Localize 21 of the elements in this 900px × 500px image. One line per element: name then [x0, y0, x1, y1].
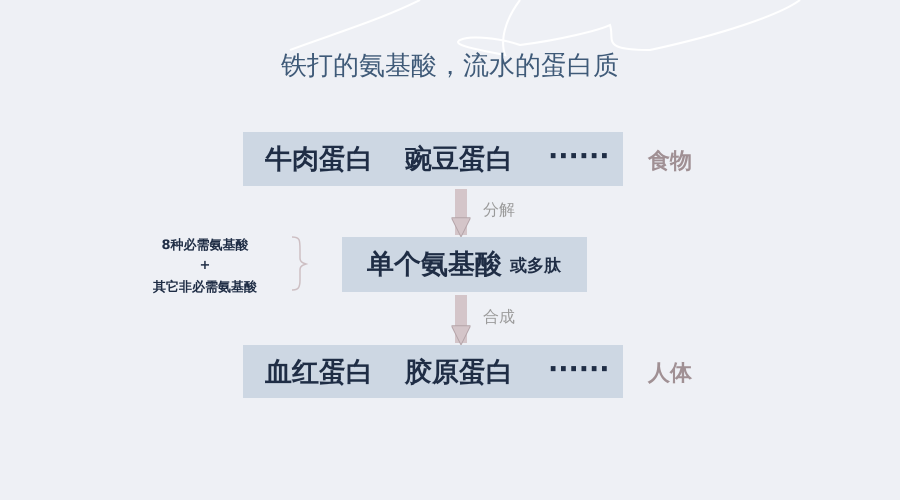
title: 铁打的氨基酸，流水的蛋白质	[280, 50, 620, 83]
protein-band	[243, 345, 623, 398]
edge-label: 合成	[483, 307, 515, 328]
node-text: 或多肽	[510, 255, 561, 277]
arrow	[450, 295, 472, 346]
note-text: 8种必需氨基酸	[160, 236, 250, 254]
node-text: ······	[548, 354, 610, 385]
note-text: 其它非必需氨基酸	[152, 278, 258, 296]
note-text: +	[198, 258, 212, 273]
node-text: ······	[548, 141, 610, 172]
protein-band	[243, 132, 623, 186]
edge-label: 分解	[483, 200, 515, 221]
protein-band	[342, 237, 587, 292]
node-text: 单个氨基酸	[367, 248, 502, 282]
side-label: 人体	[648, 360, 692, 388]
node-text: 豌豆蛋白	[405, 143, 513, 177]
node-text: 牛肉蛋白	[265, 143, 373, 177]
node-text: 胶原蛋白	[405, 356, 513, 390]
node-text: 血红蛋白	[265, 356, 373, 390]
arrow	[450, 189, 472, 238]
side-label: 食物	[648, 148, 692, 176]
